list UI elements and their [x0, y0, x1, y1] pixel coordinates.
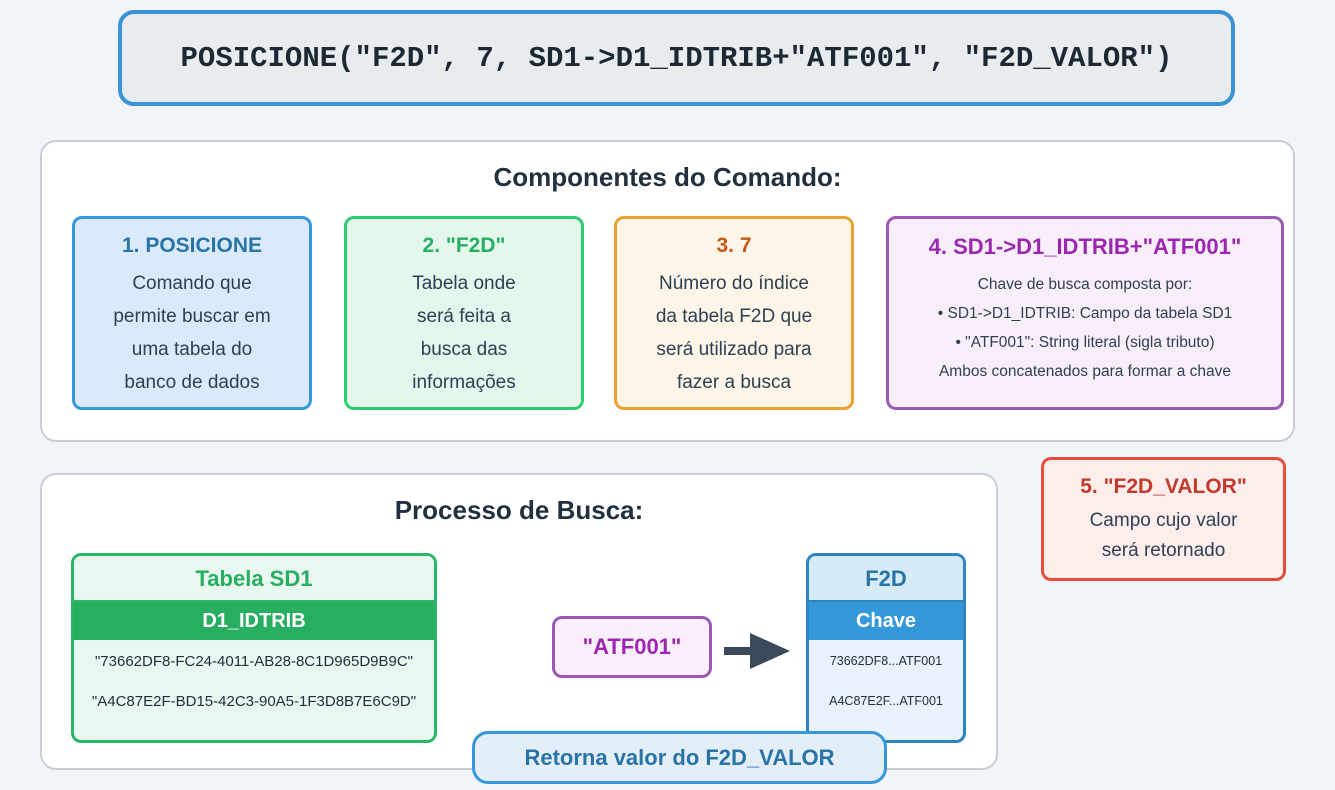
return-field-box: 5. "F2D_VALOR" Campo cujo valor será ret… — [1041, 457, 1286, 581]
component-box-body: Número do índice da tabela F2D que será … — [617, 267, 851, 399]
sd1-column-header: D1_IDTRIB — [74, 602, 434, 640]
component-box-body: Tabela onde será feita a busca das infor… — [347, 267, 581, 399]
body-line: será retornado — [1101, 540, 1226, 561]
components-title: Componentes do Comando: — [493, 162, 842, 192]
body-line: Campo cujo valor — [1089, 510, 1238, 531]
component-box-title: 4. SD1->D1_IDTRIB+"ATF001" — [928, 234, 1242, 259]
component-box-title: 1. POSICIONE — [121, 234, 263, 257]
body-line: • "ATF001": String literal (sigla tribut… — [955, 334, 1215, 351]
f2d-column-header: Chave — [809, 602, 963, 640]
body-line: • SD1->D1_IDTRIB: Campo da tabela SD1 — [937, 305, 1233, 322]
arrow-shaft — [724, 647, 754, 655]
table-row: 73662DF8...ATF001 — [829, 654, 943, 668]
arrow-right-icon — [724, 633, 790, 669]
component-box-posicione: 1. POSICIONE Comando que permite buscar … — [72, 216, 312, 410]
component-box-index: 3. 7 Número do índice da tabela F2D que … — [614, 216, 854, 410]
key-literal-box: "ATF001" — [552, 616, 712, 678]
body-line: será feita a — [417, 306, 511, 327]
body-line: da tabela F2D que — [655, 306, 813, 327]
component-box-title: 3. 7 — [716, 234, 752, 257]
component-box-body: Comando que permite buscar em uma tabela… — [75, 267, 309, 399]
body-line: busca das — [420, 339, 508, 360]
body-line: Chave de busca composta por: — [977, 276, 1193, 293]
component-box-search-key: 4. SD1->D1_IDTRIB+"ATF001" Chave de busc… — [886, 216, 1284, 410]
return-field-title: 5. "F2D_VALOR" — [1080, 475, 1247, 498]
components-card: Componentes do Comando: 1. POSICIONE Com… — [40, 140, 1295, 442]
component-box-body: Chave de busca composta por: • SD1->D1_I… — [889, 270, 1281, 386]
body-line: Ambos concatenados para formar a chave — [938, 363, 1232, 380]
f2d-table-name: F2D — [809, 556, 963, 602]
body-line: Comando que — [132, 273, 252, 294]
command-code: POSICIONE("F2D", 7, SD1->D1_IDTRIB+"ATF0… — [180, 41, 1173, 75]
component-box-f2d: 2. "F2D" Tabela onde será feita a busca … — [344, 216, 584, 410]
body-line: banco de dados — [124, 372, 260, 393]
body-line: Número do índice — [659, 273, 809, 294]
process-title: Processo de Busca: — [394, 495, 644, 525]
body-line: será utilizado para — [656, 339, 812, 360]
command-code-box: POSICIONE("F2D", 7, SD1->D1_IDTRIB+"ATF0… — [118, 10, 1235, 106]
body-line: informações — [412, 372, 516, 393]
body-line: permite buscar em — [113, 306, 271, 327]
table-row: "73662DF8-FC24-4011-AB28-8C1D965D9B9C" — [94, 653, 414, 670]
process-card: Processo de Busca: Tabela SD1 D1_IDTRIB … — [40, 473, 998, 784]
return-field-body: Campo cujo valor será retornado — [1044, 506, 1283, 566]
component-box-title: 2. "F2D" — [422, 234, 506, 257]
sd1-table-name: Tabela SD1 — [74, 556, 434, 602]
sd1-table: Tabela SD1 D1_IDTRIB "73662DF8-FC24-4011… — [71, 553, 437, 743]
body-line: uma tabela do — [131, 339, 253, 360]
arrow-head — [750, 633, 790, 669]
result-label-box: Retorna valor do F2D_VALOR — [472, 731, 887, 784]
f2d-table: F2D Chave 73662DF8...ATF001 A4C87E2F...A… — [806, 553, 966, 743]
body-line: Tabela onde — [412, 273, 516, 294]
table-row: A4C87E2F...ATF001 — [829, 694, 943, 708]
body-line: fazer a busca — [676, 372, 792, 393]
table-row: "A4C87E2F-BD15-42C3-90A5-1F3D8B7E6C9D" — [91, 693, 417, 710]
